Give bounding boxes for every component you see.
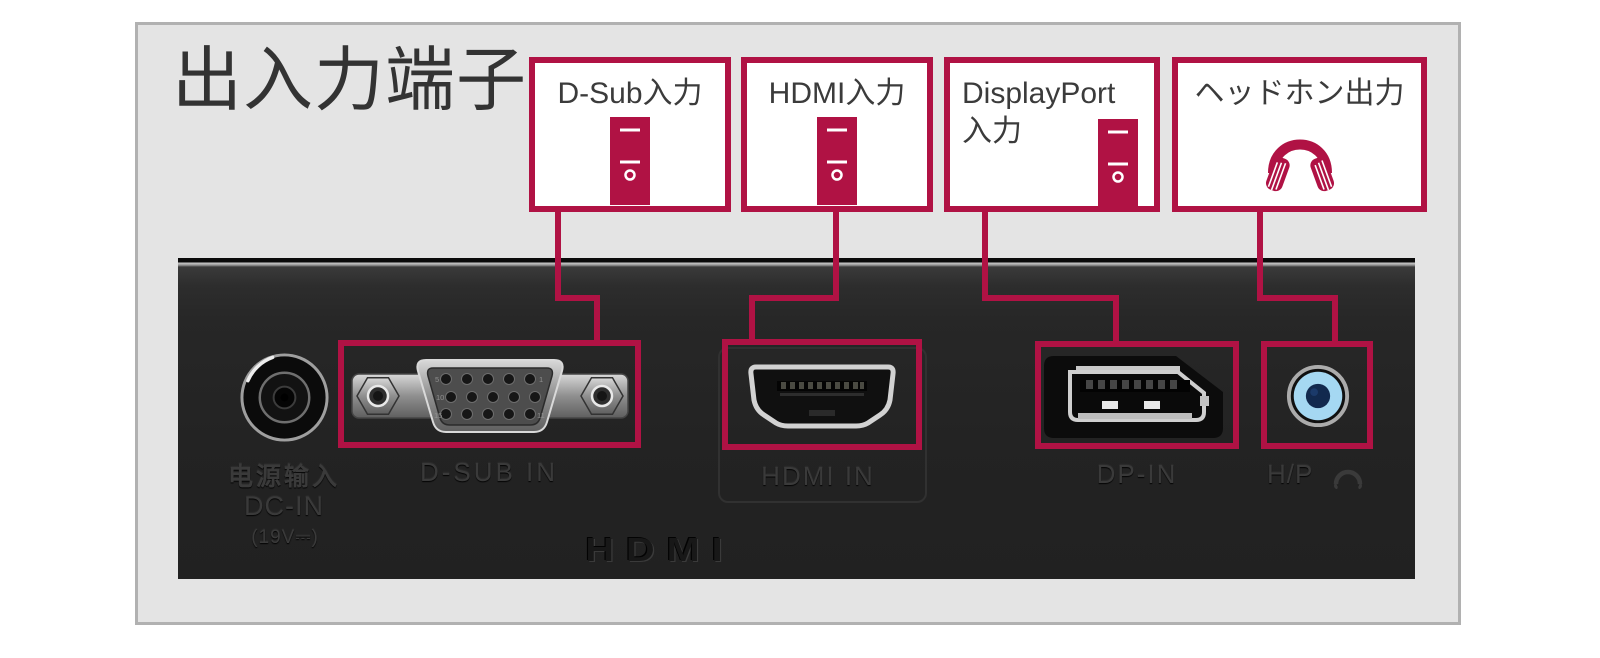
connector-line-dsub xyxy=(594,298,600,344)
callout-dsub-input: D-Sub入力 xyxy=(529,57,731,212)
hdmi-embossed-logo: HDMI xyxy=(585,531,735,568)
power-spec-label: (19V⎓) xyxy=(251,527,319,548)
connector-line-hdmi xyxy=(833,212,839,301)
connector-line-dsub xyxy=(555,295,600,301)
highlight-box-headphone xyxy=(1261,341,1373,449)
connector-line-headphone xyxy=(1257,212,1263,301)
callout-dsub-label: D-Sub入力 xyxy=(557,77,703,110)
connector-line-hdmi xyxy=(749,298,755,344)
vga-port: 5 1 10 15 11 xyxy=(351,359,629,433)
figure-title: 出入力端子 xyxy=(172,41,527,119)
power-input-label-cn: 电源输入 xyxy=(227,463,341,491)
displayport-port xyxy=(1044,356,1223,438)
connector-line-displayport xyxy=(982,295,1119,301)
connector-line-displayport xyxy=(1113,298,1119,344)
highlight-box-hdmi xyxy=(722,339,922,450)
dc-in-jack xyxy=(240,353,329,442)
hp-label: H/P xyxy=(1267,459,1314,489)
svg-text:15: 15 xyxy=(434,411,442,420)
dsub-in-label: D-SUB IN xyxy=(419,457,559,487)
callout-headphone-label: ヘッドホン出力 xyxy=(1194,77,1405,110)
highlight-box-displayport xyxy=(1035,341,1239,449)
hdmi-recess-outline xyxy=(718,347,927,503)
pc-tower-icon xyxy=(610,116,650,205)
callout-hdmi-label: HDMI入力 xyxy=(768,77,906,110)
connector-line-dsub xyxy=(555,212,561,301)
connector-line-headphone xyxy=(1332,298,1338,344)
callout-displayport-label: DisplayPort入力 xyxy=(962,77,1116,148)
dp-in-label: DP-IN xyxy=(1096,459,1178,489)
callout-hdmi-input: HDMI入力 xyxy=(741,57,933,212)
pc-tower-icon xyxy=(817,116,857,205)
svg-text:5: 5 xyxy=(435,375,439,384)
connector-line-headphone xyxy=(1257,295,1338,301)
connector-line-displayport xyxy=(982,212,988,301)
connector-line-hdmi xyxy=(749,295,839,301)
callout-displayport-input: DisplayPort入力 xyxy=(944,57,1160,212)
headphone-jack xyxy=(1286,364,1350,428)
highlight-box-dsub xyxy=(338,340,641,448)
headphone-glyph-icon xyxy=(1333,469,1363,489)
pc-tower-icon xyxy=(1098,119,1138,207)
dc-in-label: DC-IN xyxy=(244,491,324,521)
svg-text:1: 1 xyxy=(539,375,543,384)
svg-text:10: 10 xyxy=(436,393,444,402)
hdmi-in-label: HDMI IN xyxy=(761,461,875,491)
hdmi-port xyxy=(748,364,896,429)
headphones-icon xyxy=(1265,139,1334,191)
svg-text:11: 11 xyxy=(537,411,545,420)
callout-headphone-output: ヘッドホン出力 xyxy=(1172,57,1427,212)
